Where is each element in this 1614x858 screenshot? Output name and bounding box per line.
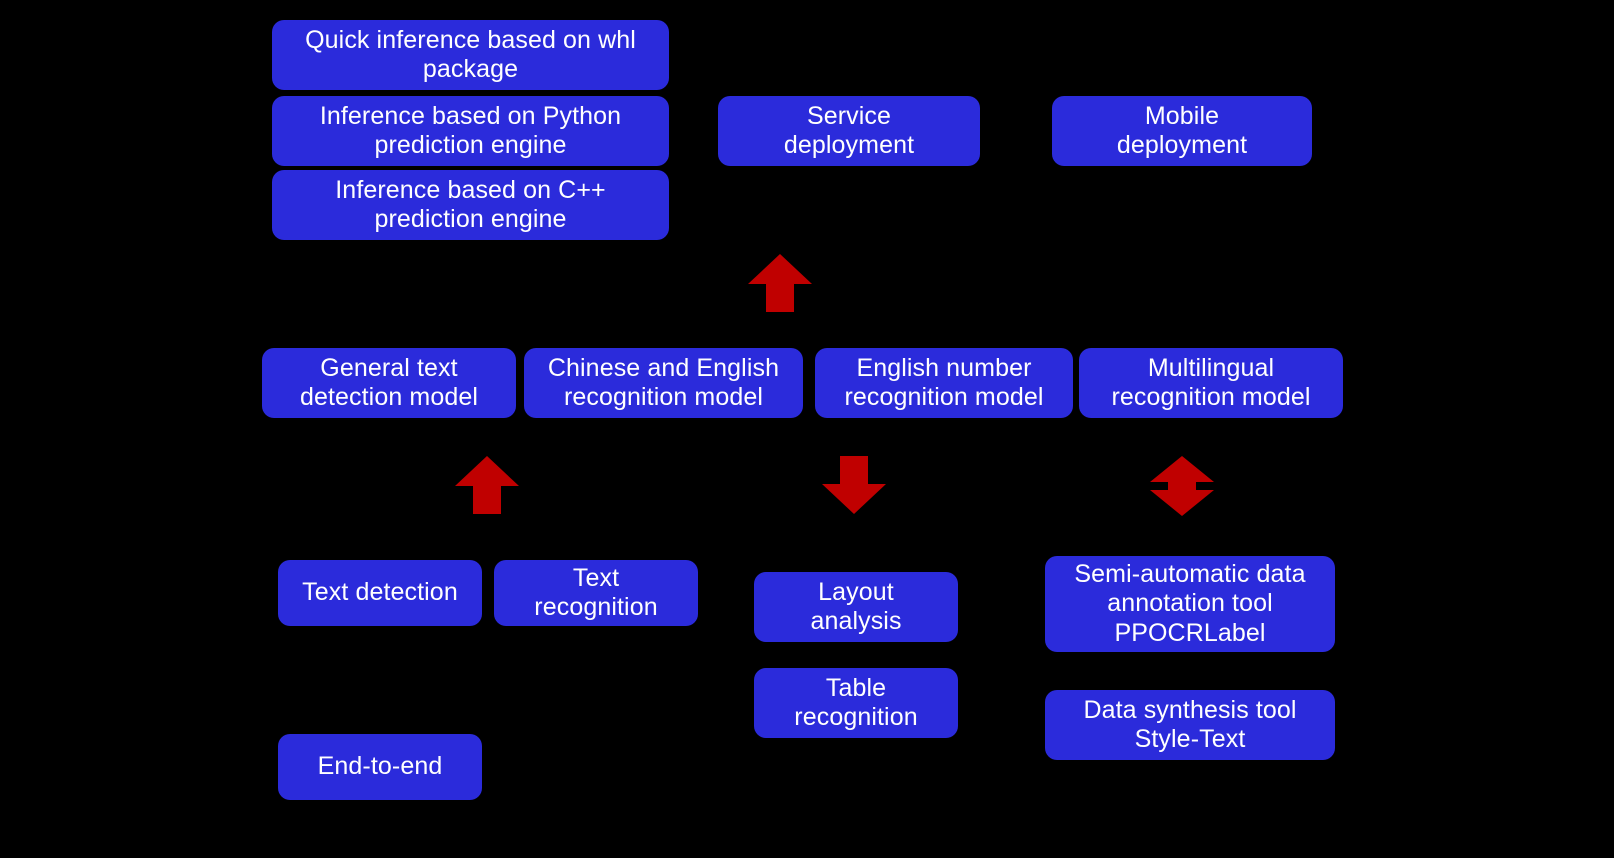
arrow-models-to-deployment-icon: [748, 254, 812, 312]
node-text-recognition[interactable]: Text recognition: [494, 560, 698, 626]
node-layout-analysis[interactable]: Layout analysis: [754, 572, 958, 642]
node-quick-inference-whl[interactable]: Quick inference based on whl package: [272, 20, 669, 90]
node-multilingual-recognition-model[interactable]: Multilingual recognition model: [1079, 348, 1343, 418]
node-style-text-data-synthesis-tool[interactable]: Data synthesis tool Style-Text: [1045, 690, 1335, 760]
arrow-text-tasks-to-models-icon: [455, 456, 519, 514]
arrow-models-to-data-tools-icon: [1150, 456, 1214, 516]
node-ppocrlabel-annotation-tool[interactable]: Semi-automatic data annotation tool PPOC…: [1045, 556, 1335, 652]
node-inference-python-engine[interactable]: Inference based on Python prediction eng…: [272, 96, 669, 166]
node-mobile-deployment[interactable]: Mobile deployment: [1052, 96, 1312, 166]
node-end-to-end[interactable]: End-to-end: [278, 734, 482, 800]
node-text-detection[interactable]: Text detection: [278, 560, 482, 626]
node-table-recognition[interactable]: Table recognition: [754, 668, 958, 738]
node-inference-cpp-engine[interactable]: Inference based on C++ prediction engine: [272, 170, 669, 240]
node-chinese-english-recognition-model[interactable]: Chinese and English recognition model: [524, 348, 803, 418]
arrow-models-to-document-tasks-icon: [822, 456, 886, 514]
node-english-number-recognition-model[interactable]: English number recognition model: [815, 348, 1073, 418]
node-service-deployment[interactable]: Service deployment: [718, 96, 980, 166]
node-general-text-detection-model[interactable]: General text detection model: [262, 348, 516, 418]
